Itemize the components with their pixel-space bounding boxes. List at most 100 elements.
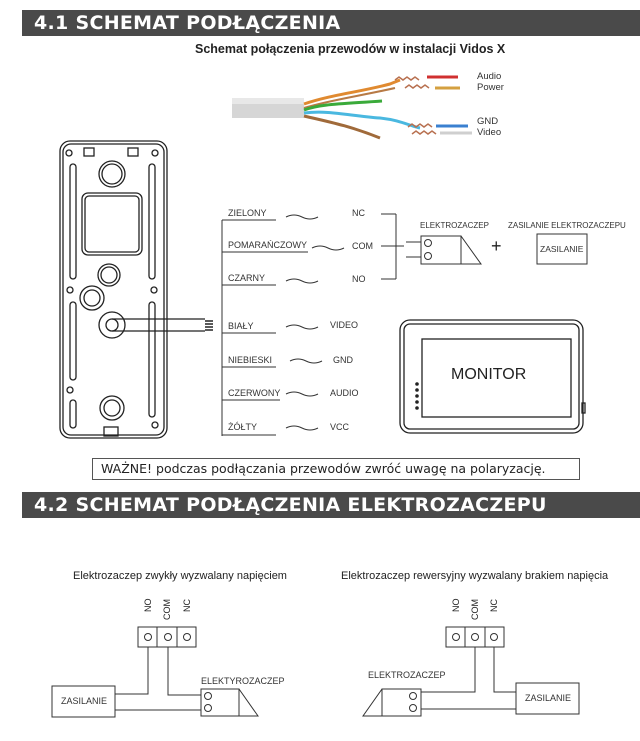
- mount-hole: [99, 395, 125, 421]
- wire-nc-to-power: [493, 647, 516, 693]
- button-hole: [79, 285, 105, 311]
- tilde-icon: [285, 425, 319, 431]
- strike-body: [200, 688, 240, 717]
- strike-bolt: [362, 688, 383, 717]
- strike-power-box-outline: [536, 233, 588, 265]
- wire-signal-gnd: GND: [333, 355, 353, 365]
- terminal-circle: [204, 692, 212, 700]
- wire-orange: [303, 78, 401, 106]
- monitor-label: MONITOR: [451, 366, 527, 383]
- cable-label-video: Video: [477, 127, 502, 138]
- monitor-side-button: [581, 402, 586, 414]
- wire-green: [303, 99, 383, 112]
- wire-orange-white: [303, 87, 396, 109]
- strike-label: ELEKTROZACZEP: [368, 670, 446, 680]
- screw-icon: [66, 386, 74, 394]
- camera-hole: [98, 160, 126, 188]
- monitor-inner-outline: [403, 323, 580, 430]
- tilde-icon: [311, 245, 345, 251]
- monitor-button-icon: [415, 406, 419, 410]
- wire-color-black: CZARNY: [228, 273, 266, 283]
- wire-brown: [303, 114, 381, 140]
- tilde-icon: [285, 324, 319, 330]
- wire-signal-audio: AUDIO: [330, 388, 359, 398]
- polarity-warning-note: WAŻNE! podczas podłączania przewodów zwr…: [92, 458, 580, 480]
- copper-coil-2: [404, 84, 430, 89]
- screw-icon: [66, 286, 74, 294]
- cable-exit-hole: [98, 311, 126, 339]
- terminal-label-com: COM: [470, 599, 480, 620]
- terminal-label-no: NO: [451, 598, 461, 613]
- power-box: [515, 682, 580, 715]
- copper-coil-3: [407, 123, 433, 128]
- wire-signal-nc: NC: [352, 208, 365, 218]
- plus-icon: +: [491, 236, 502, 256]
- slot: [69, 399, 77, 429]
- panel-tab-left: [83, 147, 95, 157]
- copper-coil-1: [394, 76, 420, 81]
- wire-com-to-strike: [167, 647, 201, 696]
- terminal-com: [471, 633, 479, 641]
- terminal-no: [452, 633, 460, 641]
- screw-icon: [65, 149, 73, 157]
- section-header-wiring: 4.1 SCHEMAT PODŁĄCZENIA: [22, 10, 640, 36]
- strike-label: ELEKTROZACZEP: [420, 221, 489, 230]
- camera-hole-inner: [101, 163, 123, 185]
- monitor-button-icon: [415, 394, 419, 398]
- diagram-caption-reverse: Elektrozaczep rewersyjny wyzwalany braki…: [341, 570, 609, 582]
- monitor-screen: [421, 338, 572, 418]
- monitor-button-icon: [415, 400, 419, 404]
- terminal-circle: [409, 704, 417, 712]
- panel-tab-right: [127, 147, 139, 157]
- terminal-label-com: COM: [162, 599, 172, 620]
- power-label: ZASILANIE: [61, 696, 108, 706]
- cable-jacket-highlight: [232, 98, 304, 104]
- slot: [148, 163, 156, 280]
- strike-label: ELEKTYROZACZEP: [201, 676, 285, 686]
- cable-label-gnd: GND: [477, 116, 499, 127]
- strike-power-box-label: ZASILANIE: [540, 244, 584, 254]
- terminal-circle: [424, 239, 432, 247]
- power-box: [51, 685, 116, 718]
- wire-signal-video: VIDEO: [330, 320, 359, 330]
- slot: [69, 301, 77, 381]
- terminal-label-nc: NC: [489, 599, 499, 612]
- monitor-button-icon: [415, 382, 419, 386]
- section-header-strike-wiring: 4.2 SCHEMAT PODŁĄCZENIA ELEKTROZACZEPU: [22, 492, 640, 518]
- wire-color-white: BIAŁY: [228, 321, 254, 331]
- terminal-block: [137, 626, 197, 648]
- wire-signal-vcc: VCC: [330, 422, 350, 432]
- diagram-caption-standard: Elektrozaczep zwykły wyzwalany napięciem: [73, 570, 287, 582]
- speaker-window: [81, 192, 143, 256]
- tilde-icon: [289, 358, 323, 364]
- wire-color-green: ZIELONY: [228, 208, 267, 218]
- terminal-circle: [424, 252, 432, 260]
- wire-no-to-power: [115, 647, 149, 695]
- mount-hole-inner: [103, 399, 121, 417]
- monitor-button-icon: [415, 388, 419, 392]
- strike-power-title: ZASILANIE ELEKTROZACZEPU: [508, 221, 626, 230]
- wire-signal-com: COM: [352, 241, 373, 251]
- cable-label-power: Power: [477, 82, 504, 93]
- copper-coil-4: [411, 130, 437, 135]
- wire-color-orange: POMARAŃCZOWY: [228, 240, 308, 250]
- monitor-outline: [399, 319, 584, 434]
- speaker-window-inner: [84, 195, 140, 253]
- power-label: ZASILANIE: [525, 693, 572, 703]
- terminal-circle: [409, 692, 417, 700]
- wire-color-red: CZERWONY: [228, 388, 281, 398]
- button-hole-inner: [100, 266, 118, 284]
- tilde-icon: [285, 278, 319, 284]
- wire-signal-no: NO: [352, 274, 366, 284]
- tilde-icon: [285, 391, 319, 397]
- screw-icon: [150, 286, 158, 294]
- terminal-com: [164, 633, 172, 641]
- wire-com-to-strike: [421, 647, 476, 693]
- terminal-no: [144, 633, 152, 641]
- panel-tab-bottom: [103, 426, 119, 437]
- terminal-label-no: NO: [143, 598, 153, 613]
